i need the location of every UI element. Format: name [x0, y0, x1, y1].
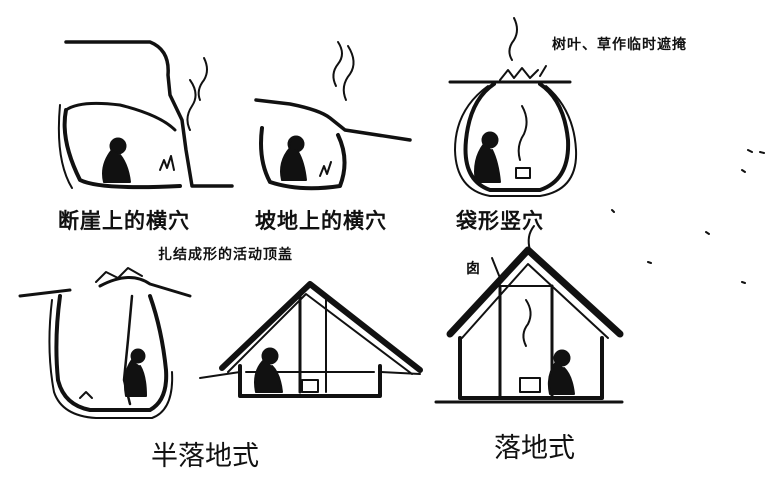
annotation-smoke-hole: 囱	[466, 258, 481, 278]
cliff-cave-drawing	[59, 42, 232, 188]
caption-ground-level: 落地式	[494, 426, 575, 465]
ground-level-house-drawing	[436, 226, 622, 402]
slope-cave-drawing	[256, 42, 410, 188]
caption-bag-pit: 袋形竖穴	[456, 205, 544, 235]
caption-slope-cave: 坡地上的横穴	[255, 205, 387, 235]
annotation-movable-roof: 扎结成形的活动顶盖	[158, 244, 293, 264]
covered-pit-drawing	[20, 268, 190, 418]
speckles	[612, 150, 764, 283]
semi-subterranean-hut-drawing	[200, 284, 420, 396]
caption-cliff-cave: 断崖上的横穴	[58, 205, 190, 235]
annotation-temporary-cover: 树叶、草作临时遮掩	[552, 34, 687, 54]
caption-semi-subterranean: 半落地式	[151, 434, 259, 473]
